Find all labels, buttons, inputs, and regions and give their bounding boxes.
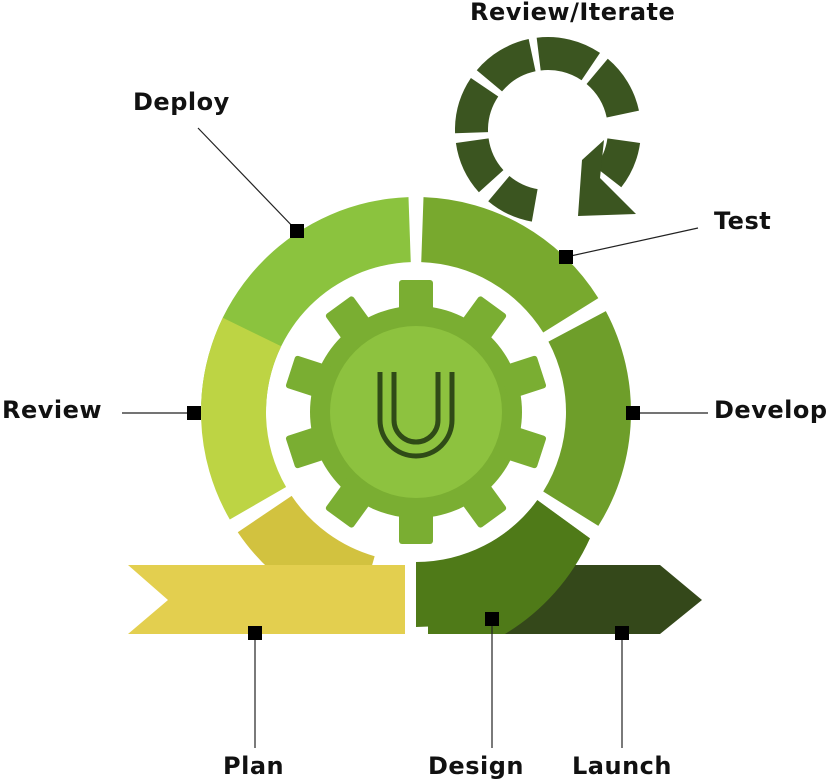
circular-refresh-arrow-icon <box>455 37 641 222</box>
gear-tooth <box>325 296 375 347</box>
gear-icon <box>285 280 547 544</box>
gear-tooth <box>285 355 333 399</box>
cycle-arrow-segment-1 <box>476 39 536 92</box>
marker-develop <box>626 406 640 420</box>
label-plan: Plan <box>223 752 285 780</box>
cycle-arrow-segment-7 <box>455 77 499 134</box>
ring-segment-test <box>421 197 599 333</box>
gear-tooth <box>499 355 547 399</box>
gear-tooth <box>457 477 507 528</box>
leader-test <box>565 227 699 258</box>
marker-deploy <box>290 224 304 238</box>
marker-review <box>187 406 201 420</box>
marker-launch <box>615 626 629 640</box>
u-logo-inner <box>391 372 441 445</box>
gear-tooth <box>285 425 333 469</box>
gear-tooth <box>399 280 433 320</box>
label-test: Test <box>714 207 772 235</box>
cycle-arrow-segment-5 <box>488 175 538 222</box>
leader-deploy <box>197 127 298 232</box>
gear-inner-disc <box>330 326 502 498</box>
cycle-arrow-segment-4 <box>595 138 641 188</box>
label-develop: Develop <box>714 396 828 424</box>
u-logo-outer <box>377 372 455 459</box>
marker-test <box>559 250 573 264</box>
gear-tooth <box>499 425 547 469</box>
label-review: Review <box>2 396 103 424</box>
cycle-arrow-segment-3 <box>586 58 639 118</box>
sdlc-ring <box>201 197 631 627</box>
cycle-arrow-segment-2 <box>536 37 601 81</box>
label-launch: Launch <box>572 752 672 780</box>
gear-tooth <box>325 477 375 528</box>
ring-segment-develop <box>543 311 631 526</box>
gear-tooth <box>457 296 507 347</box>
label-deploy: Deploy <box>133 88 230 116</box>
label-review-iterate: Review/Iterate <box>470 0 676 26</box>
marker-plan <box>248 626 262 640</box>
marker-design <box>485 612 499 626</box>
cycle-arrow-segment-6 <box>455 138 504 193</box>
gear-tooth <box>399 504 433 544</box>
u-logo-icon <box>377 372 455 459</box>
cycle-arrowhead <box>578 140 636 216</box>
label-design: Design <box>428 752 524 780</box>
leader-lines <box>122 127 708 748</box>
design-ribbon-join <box>428 500 590 634</box>
ring-segment-review <box>201 317 287 520</box>
plan-ribbon <box>128 565 405 634</box>
